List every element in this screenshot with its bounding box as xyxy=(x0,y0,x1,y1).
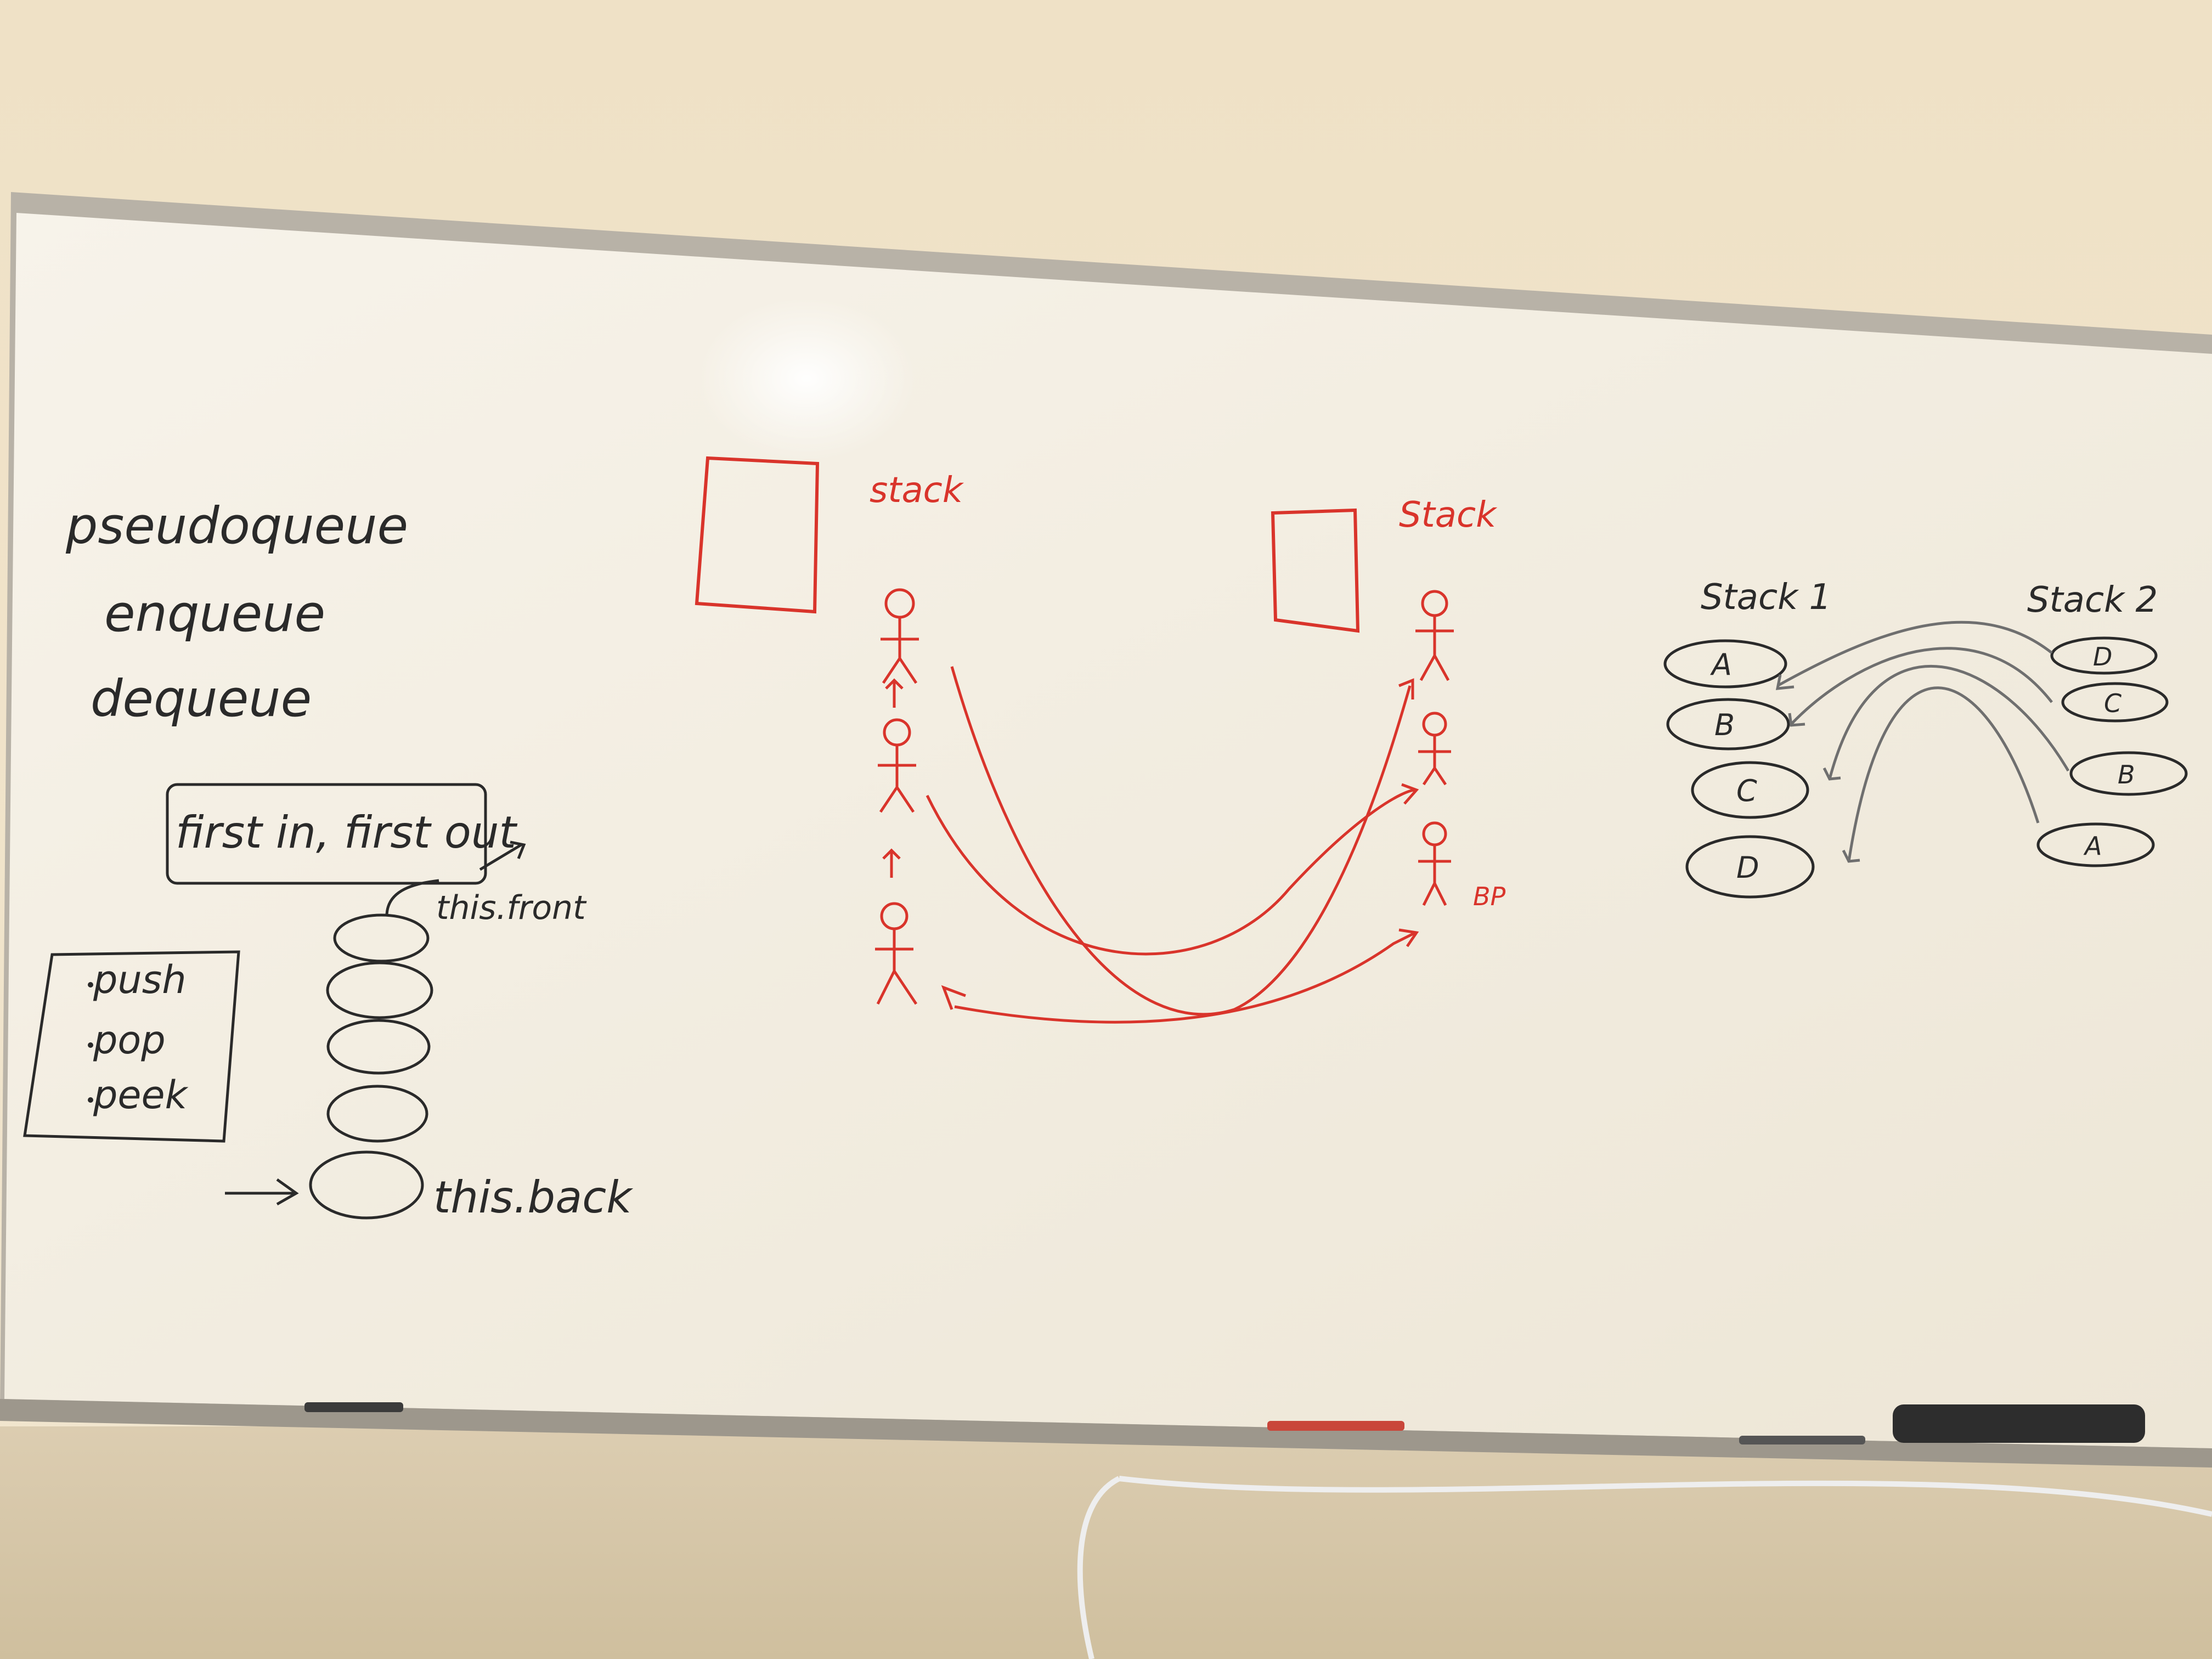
queue-slot xyxy=(326,1019,431,1075)
queue-slot xyxy=(326,1085,428,1143)
stick-figure xyxy=(1418,712,1451,786)
stack2-item-label: A xyxy=(2083,831,2102,861)
stack1-item-label: B xyxy=(1714,708,1735,742)
wall-lower xyxy=(0,1426,2212,1659)
methods-box xyxy=(23,950,240,1143)
fifo-box xyxy=(166,783,487,885)
stack-label-left: stack xyxy=(870,470,964,511)
marker-black xyxy=(304,1402,403,1412)
queue-slot xyxy=(333,913,430,963)
this-back-label: this.back xyxy=(433,1172,633,1223)
stack1-item-label: C xyxy=(1736,774,1757,808)
fifo-arrow xyxy=(479,840,526,871)
stack2-item xyxy=(2050,636,2158,675)
stack2-item xyxy=(2036,822,2155,867)
stack2-title: Stack 2 xyxy=(2027,580,2158,620)
stack-box-left xyxy=(695,456,820,614)
stick-figure xyxy=(875,902,918,1005)
stack-box-right xyxy=(1271,508,1360,633)
stack1-item-label: D xyxy=(1736,850,1759,885)
queue-slot xyxy=(309,1150,424,1220)
stick-figure xyxy=(1415,590,1454,681)
stick-figure xyxy=(878,718,916,813)
front-pointer xyxy=(385,879,439,917)
bullet-dot xyxy=(88,1097,93,1103)
marker-red xyxy=(1267,1421,1404,1431)
fifo-text: first in, first out xyxy=(176,807,518,858)
bullet-dot xyxy=(88,1042,93,1048)
marker-small xyxy=(1739,1436,1865,1444)
this-front-label: this.front xyxy=(436,889,587,927)
eraser xyxy=(1893,1404,2145,1443)
stack1-item xyxy=(1666,698,1790,751)
transfer-arrows xyxy=(926,666,1419,1024)
bp-label: BP xyxy=(1473,882,1506,911)
whiteboard-surface xyxy=(4,213,2212,1448)
stack2-item xyxy=(2061,682,2169,723)
stack2-item-label: D xyxy=(2093,642,2112,672)
stack2-item-label: B xyxy=(2118,760,2135,789)
dequeue-text: dequeue xyxy=(91,669,312,728)
stack-transfer-arrows xyxy=(1775,620,2070,863)
wall-cable xyxy=(1077,1476,2212,1659)
stack1-title: Stack 1 xyxy=(1701,577,1831,618)
stack2-item-label: C xyxy=(2104,689,2121,718)
stack2-item xyxy=(2069,751,2188,796)
stack1-item xyxy=(1685,835,1815,899)
queue-slot xyxy=(326,961,433,1019)
method-pop: pop xyxy=(93,1018,166,1063)
stack-label-right: Stack xyxy=(1399,495,1498,535)
marker-tray xyxy=(0,1399,2212,1468)
enqueue-text: enqueue xyxy=(104,584,325,643)
stack1-item xyxy=(1691,761,1809,819)
up-arrow xyxy=(882,848,901,878)
stick-figure xyxy=(881,588,919,684)
stack1-item-label: A xyxy=(1710,647,1732,682)
bullet-dot xyxy=(88,982,93,988)
light-glare xyxy=(697,296,916,461)
back-arrow xyxy=(225,1178,299,1206)
method-peek: peek xyxy=(93,1073,189,1118)
stack1-item xyxy=(1663,639,1787,689)
stick-figure xyxy=(1418,821,1451,906)
method-push: push xyxy=(93,957,187,1002)
pseudoqueue-text: pseudoqueue xyxy=(65,496,408,555)
up-arrow xyxy=(885,678,904,708)
